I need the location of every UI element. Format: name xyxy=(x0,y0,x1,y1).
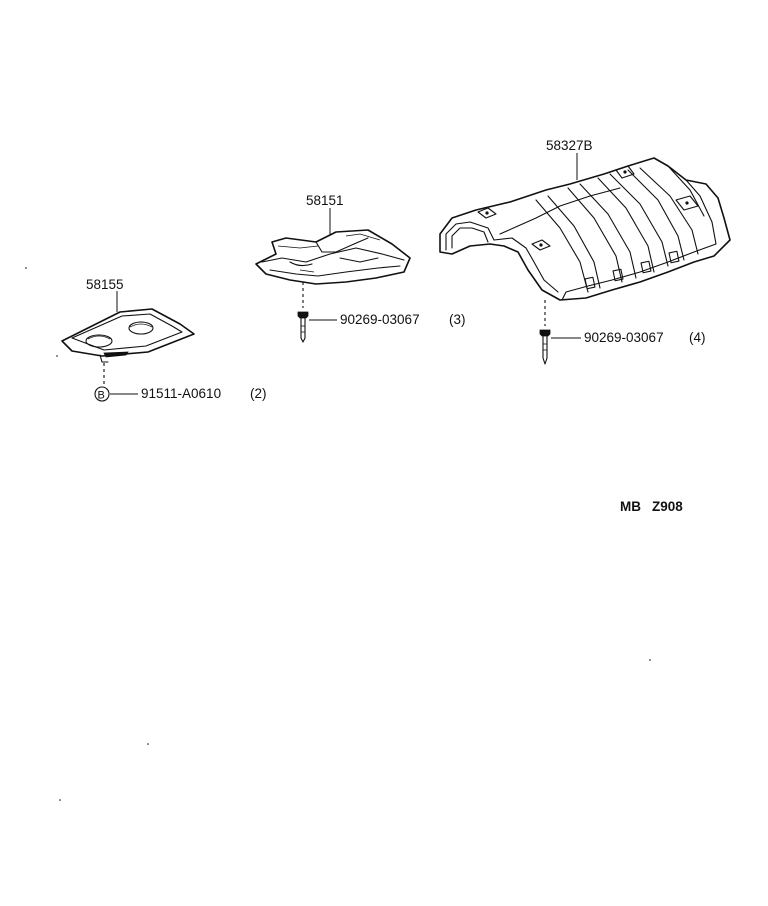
part-number-91511: 91511-A0610 xyxy=(141,386,221,401)
part-number-90269-center: 90269-03067 xyxy=(340,312,420,327)
heat-insulator-58151[interactable] xyxy=(255,229,411,285)
clip-90269-center[interactable] xyxy=(297,311,309,343)
diagram-code: Z908 xyxy=(652,499,683,514)
scan-speck xyxy=(25,267,27,269)
bolt-b-symbol[interactable]: B xyxy=(94,386,110,402)
qty-90269-right: (4) xyxy=(689,330,706,345)
qty-91511: (2) xyxy=(250,386,267,401)
heat-insulator-58155[interactable] xyxy=(61,308,195,363)
bolt-symbol-letter: B xyxy=(98,390,105,402)
diagram-code-prefix: MB xyxy=(620,499,641,514)
scan-speck xyxy=(147,743,149,745)
part-number-90269-right: 90269-03067 xyxy=(584,330,664,345)
part-number-58327b: 58327B xyxy=(546,138,593,153)
clip-90269-right[interactable] xyxy=(539,329,551,365)
scan-speck xyxy=(59,799,61,801)
heat-insulator-58327b[interactable] xyxy=(439,157,731,301)
scan-speck xyxy=(56,355,58,357)
scan-speck xyxy=(649,659,651,661)
qty-90269-center: (3) xyxy=(449,312,466,327)
part-number-58151: 58151 xyxy=(306,193,344,208)
part-number-58155: 58155 xyxy=(86,277,124,292)
